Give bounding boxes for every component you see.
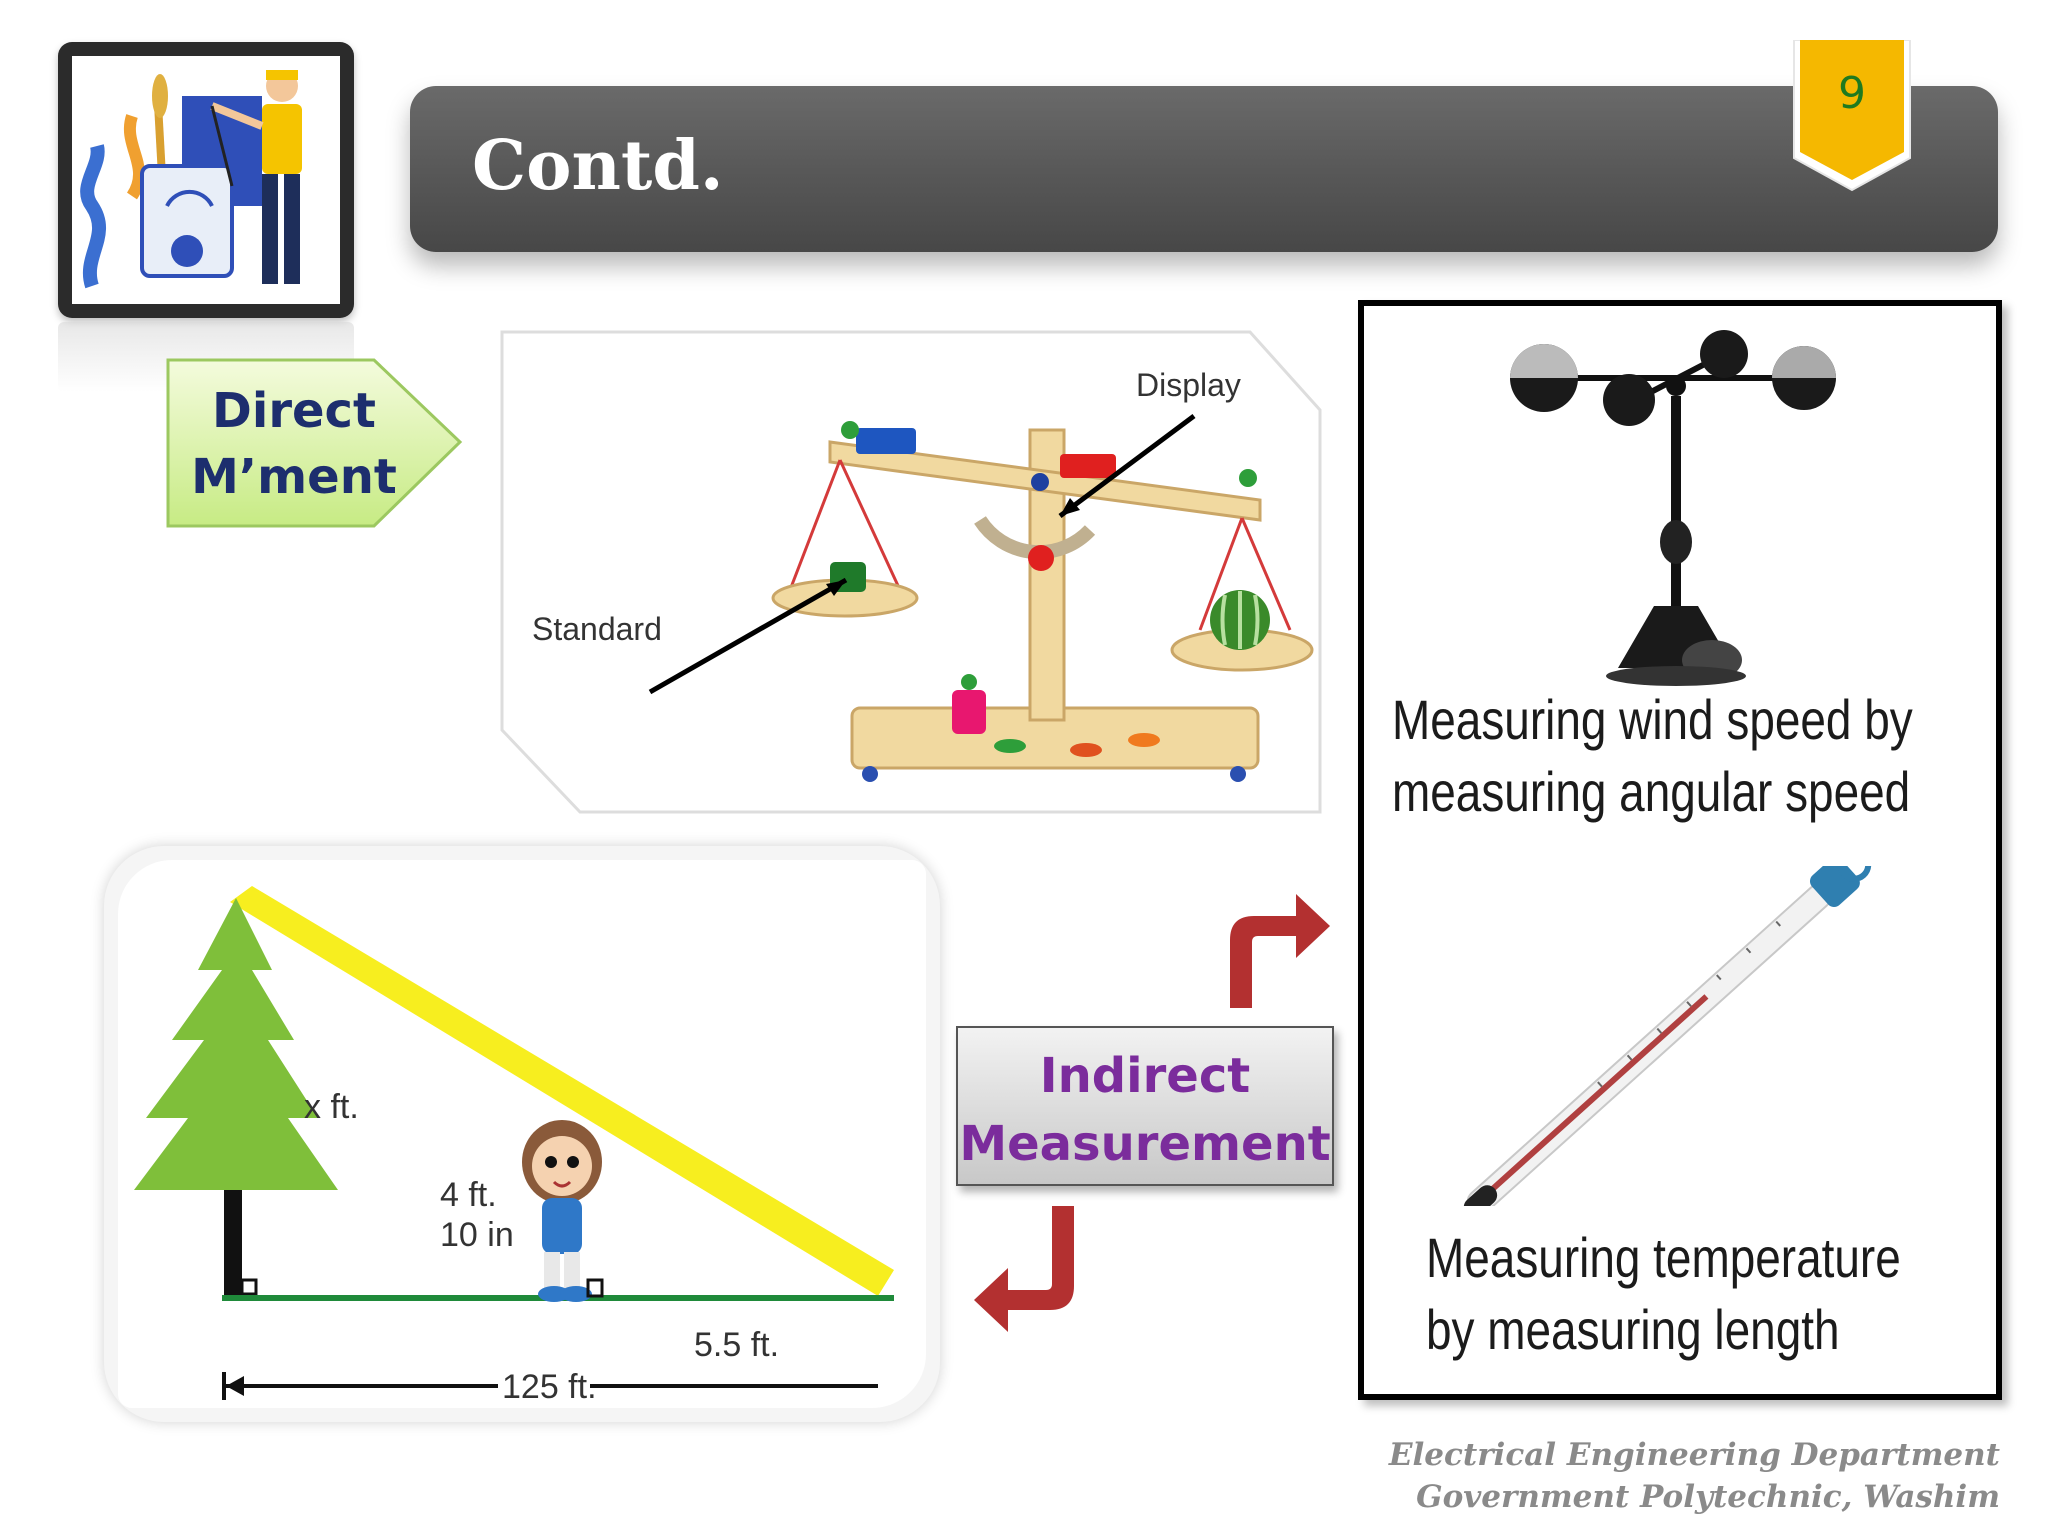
temperature-caption-line2: by measuring length (1426, 1298, 1840, 1361)
direct-measurement-arrow: Direct M’ment (164, 356, 464, 532)
page-number-badge: 9 (1790, 40, 1914, 192)
standard-callout-label: Standard (532, 611, 662, 647)
distance-label: 125 ft. (502, 1368, 597, 1406)
temperature-caption-line1: Measuring temperature (1426, 1226, 1901, 1289)
person-height-line2: 10 in (440, 1216, 514, 1254)
direct-label-line2: M’ment (191, 449, 397, 505)
tree-shadow-image: x ft. 4 ft. 10 in 5.5 ft. 125 ft. (104, 846, 940, 1422)
display-callout-label: Display (1136, 367, 1241, 403)
indirect-measurement-box: Indirect Measurement (956, 1026, 1334, 1186)
footer-department: Electrical Engineering Department (1388, 1437, 2000, 1473)
title-bar: Contd. (410, 86, 1998, 252)
engineer-illustration-icon (80, 70, 302, 289)
footer: Electrical Engineering Department Govern… (1380, 1434, 2000, 1518)
wind-caption-line1: Measuring wind speed by (1392, 688, 1913, 751)
balance-scale-image: Display Standard (500, 330, 1324, 814)
page-number: 9 (1838, 68, 1866, 119)
indirect-label-line2: Measurement (959, 1116, 1331, 1172)
indirect-examples-panel: Measuring wind speed by measuring angula… (1358, 300, 2002, 1400)
indirect-label-line1: Indirect (1039, 1048, 1251, 1104)
curved-arrow-up-right-icon (1230, 894, 1330, 1008)
anemometer-icon (1510, 330, 1836, 686)
shadow-length-label: 5.5 ft. (694, 1326, 779, 1364)
direct-label-line1: Direct (212, 383, 376, 439)
person-height-line1: 4 ft. (440, 1176, 497, 1214)
wind-caption-line2: measuring angular speed (1392, 760, 1911, 823)
thermometer-icon (1463, 866, 1872, 1206)
slide-title: Contd. (472, 126, 724, 206)
curved-arrow-down-left-icon (974, 1206, 1074, 1332)
tree-height-label: x ft. (304, 1088, 359, 1126)
footer-institution: Government Polytechnic, Washim (1416, 1479, 2000, 1515)
logo (58, 42, 354, 318)
